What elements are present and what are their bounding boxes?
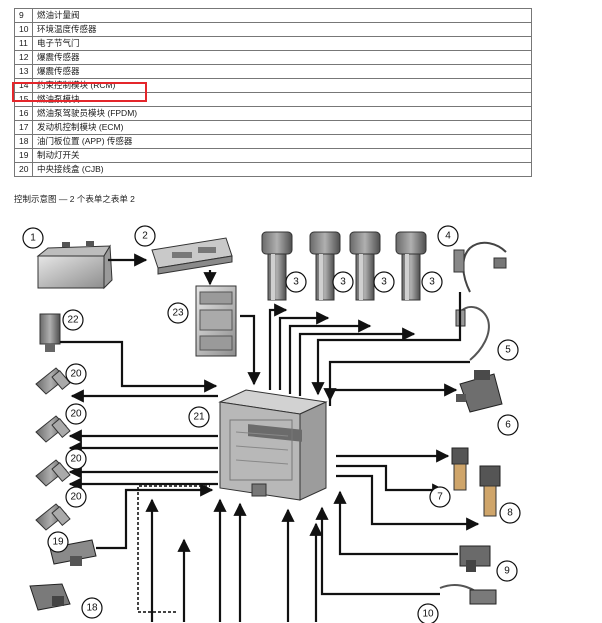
svg-text:7: 7 <box>437 492 443 503</box>
callout-19: 19 <box>47 531 69 553</box>
callout-2: 2 <box>134 225 156 247</box>
callout-18: 18 <box>81 597 103 619</box>
solenoid-valve-icon <box>451 447 469 491</box>
svg-text:23: 23 <box>172 308 184 319</box>
callout-8: 8 <box>499 502 521 524</box>
ignition-coil-icon <box>395 231 427 301</box>
oxygen-sensor-icon <box>453 241 507 293</box>
callout-20: 20 <box>65 486 87 508</box>
row-highlight-box <box>12 82 147 102</box>
solenoid-valve-icon <box>479 465 501 517</box>
callout-9: 9 <box>496 560 518 582</box>
svg-text:3: 3 <box>340 277 346 288</box>
callout-23: 23 <box>167 302 189 324</box>
ignition-coil-icon <box>349 231 381 301</box>
svg-text:8: 8 <box>507 508 513 519</box>
fuel-injector-icon <box>35 415 71 443</box>
svg-text:20: 20 <box>70 454 82 465</box>
callout-7: 7 <box>429 486 451 508</box>
temperature-sensor-icon <box>439 584 497 605</box>
ignition-coil-icon <box>261 231 293 301</box>
pedal-sensor-icon <box>29 583 71 611</box>
svg-text:3: 3 <box>429 277 435 288</box>
svg-text:5: 5 <box>505 345 511 356</box>
fuel-valve-icon <box>456 370 503 413</box>
svg-text:3: 3 <box>381 277 387 288</box>
svg-text:20: 20 <box>70 369 82 380</box>
svg-text:22: 22 <box>67 315 79 326</box>
battery-icon <box>36 241 113 290</box>
callout-10: 10 <box>417 603 439 623</box>
callout-3: 3 <box>285 271 307 293</box>
ignition-coil-icon <box>309 231 341 301</box>
svg-text:18: 18 <box>86 603 98 614</box>
svg-text:21: 21 <box>193 412 205 423</box>
svg-text:19: 19 <box>52 537 64 548</box>
control-module-icon <box>151 237 233 275</box>
callout-3: 3 <box>332 271 354 293</box>
callout-21: 21 <box>188 406 210 428</box>
svg-text:20: 20 <box>70 492 82 503</box>
diagram-caption: 控制示意图 — 2 个表单之表单 2 <box>14 194 135 204</box>
signal-arrows <box>60 253 480 622</box>
svg-text:1: 1 <box>30 233 36 244</box>
svg-text:2: 2 <box>142 231 148 242</box>
svg-text:9: 9 <box>504 566 510 577</box>
callout-4: 4 <box>437 225 459 247</box>
fuel-injector-icon <box>35 367 71 395</box>
ecm-icon <box>218 389 328 501</box>
fuel-injector-icon <box>35 503 71 531</box>
callout-3: 3 <box>421 271 443 293</box>
pressure-sensor-icon <box>39 313 61 352</box>
callout-6: 6 <box>497 414 519 436</box>
fuel-injector-icon <box>35 459 71 487</box>
dashed-connection <box>137 485 210 613</box>
svg-text:4: 4 <box>445 231 451 242</box>
callout-22: 22 <box>62 309 84 331</box>
metering-sensor-icon <box>459 545 491 572</box>
callout-20: 20 <box>65 448 87 470</box>
fusebox-icon <box>195 285 237 357</box>
callout-5: 5 <box>497 339 519 361</box>
svg-text:6: 6 <box>505 420 511 431</box>
callout-20: 20 <box>65 363 87 385</box>
svg-text:20: 20 <box>70 409 82 420</box>
row-label: 中央接线盒 (CJB) <box>32 162 532 177</box>
svg-text:3: 3 <box>293 277 299 288</box>
callout-1: 1 <box>22 227 44 249</box>
callout-3: 3 <box>373 271 395 293</box>
callout-20: 20 <box>65 403 87 425</box>
svg-text:10: 10 <box>422 609 434 620</box>
